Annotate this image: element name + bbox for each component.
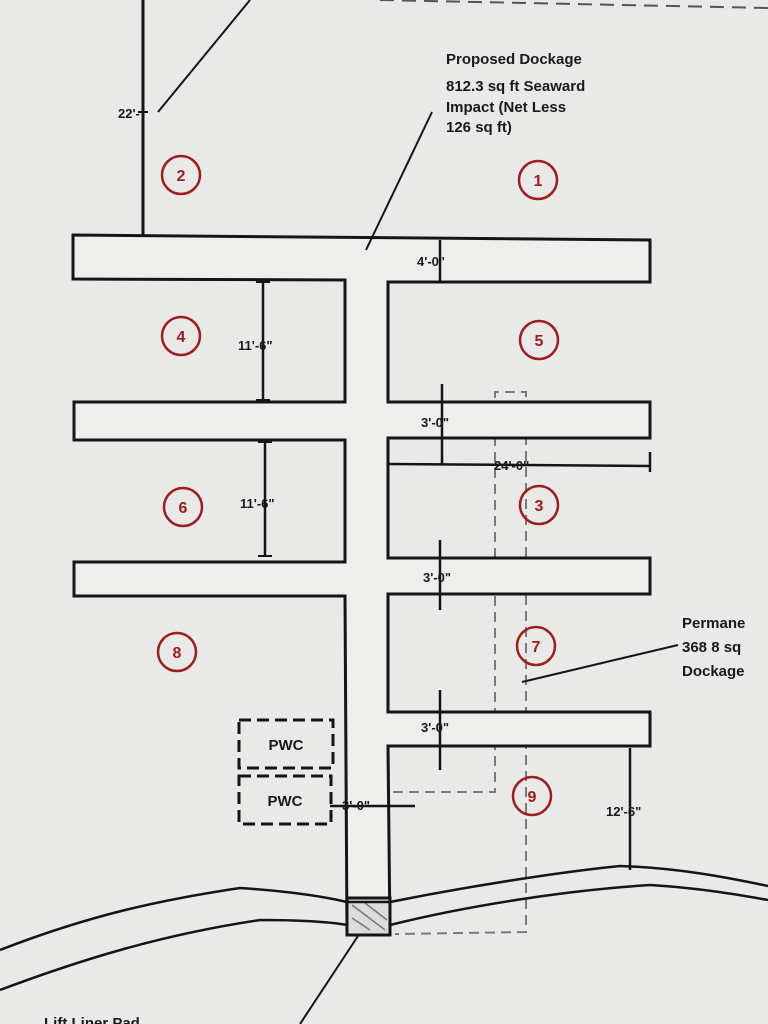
slip-number-6: 6 — [179, 500, 188, 517]
dim-3b: 3'-0" — [423, 570, 451, 585]
slip-number-5: 5 — [535, 333, 544, 350]
dim-4: 4'-0" — [417, 254, 445, 269]
slip-number-8: 8 — [173, 645, 182, 662]
leader-proposed — [365, 111, 433, 251]
leader-permanent — [521, 644, 679, 683]
pwc-box-2: PWC — [237, 774, 333, 826]
dimension-lines — [261, 240, 652, 870]
slip-circle-3 — [518, 484, 560, 526]
lift-pad-hatch — [351, 902, 388, 931]
note-permanent-area: 368 8 sq — [682, 639, 741, 656]
slip-circle-5 — [518, 319, 560, 361]
note-proposed-impact: Impact (Net Less — [446, 99, 566, 116]
dim-11a: 11'-6" — [238, 338, 273, 353]
slip-number-3: 3 — [535, 498, 544, 515]
leader-lift-pad — [299, 935, 359, 1024]
slip-circle-9 — [511, 775, 553, 817]
pwc-box-1: PWC — [237, 718, 335, 770]
permanent-dockage-outline-right — [377, 391, 527, 935]
dim-22: 22'- — [118, 106, 140, 121]
slip-circle-7 — [515, 625, 557, 667]
slip-number-2: 2 — [177, 168, 186, 185]
slip-number-4: 4 — [177, 329, 186, 346]
shoreline-upper — [0, 864, 768, 952]
note-lift-pad: Lift Liner Pad — [44, 1015, 140, 1024]
slip-circle-6 — [162, 486, 204, 528]
slip-markers: 1 2 4 5 6 3 8 7 9 — [156, 154, 560, 817]
slip-circle-1 — [517, 159, 559, 201]
property-line-top — [379, 0, 768, 9]
leader-top-left — [157, 0, 251, 113]
dim-3c: 3'-0" — [421, 720, 449, 735]
pwc-label-1: PWC — [269, 737, 304, 754]
dimension-ticks — [138, 111, 448, 747]
slip-circle-2 — [160, 154, 202, 196]
dim-12: 12'-6" — [606, 804, 641, 819]
dim-11b: 11'-6" — [240, 496, 275, 511]
slip-number-7: 7 — [532, 639, 541, 656]
slip-circle-4 — [160, 315, 202, 357]
slip-circle-8 — [156, 631, 198, 673]
slip-number-1: 1 — [534, 173, 543, 190]
shoreline-lower — [0, 883, 768, 992]
dim-3a: 3'-0" — [421, 415, 449, 430]
note-permanent-title: Permane — [682, 615, 745, 632]
dim-bottom: 3'-0" — [342, 798, 370, 813]
note-proposed-area: 812.3 sq ft Seaward — [446, 78, 585, 95]
dim-24: 24'-0" — [494, 458, 529, 473]
note-proposed-impact2: 126 sq ft) — [446, 119, 512, 136]
pwc-label-2: PWC — [268, 793, 303, 810]
dock-outline — [71, 233, 652, 937]
slip-number-9: 9 — [528, 789, 537, 806]
note-proposed-title: Proposed Dockage — [446, 51, 582, 68]
note-permanent-dockage: Dockage — [682, 663, 745, 680]
